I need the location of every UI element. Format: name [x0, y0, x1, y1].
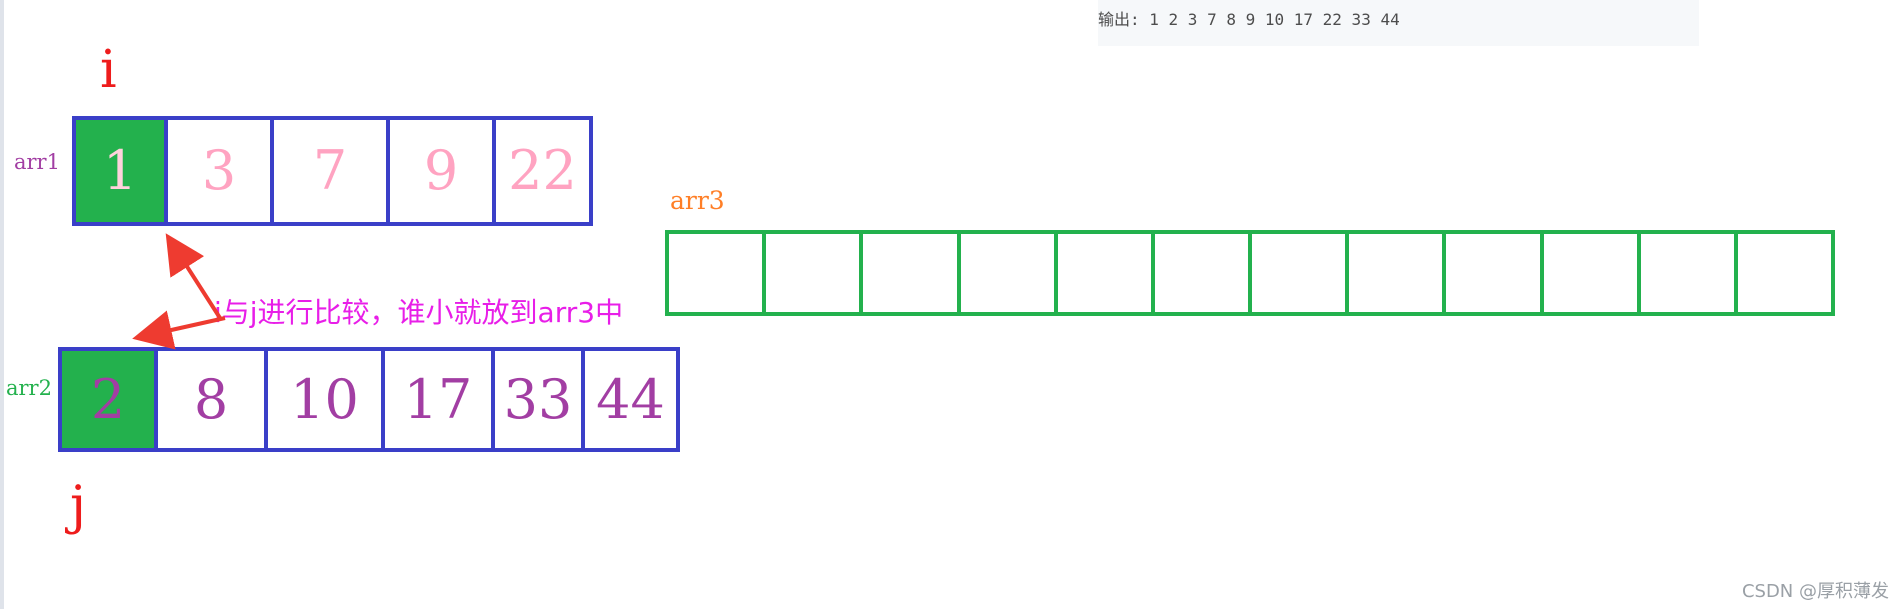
arr1-cell: 9: [390, 120, 496, 222]
arr2-label: arr2: [6, 376, 52, 400]
arr1-cell: 3: [168, 120, 274, 222]
arr3-slot: [766, 234, 864, 312]
arr3-slot: [1058, 234, 1155, 312]
comparison-annotation: i与j进行比较，谁小就放到arr3中: [214, 296, 624, 329]
arr2-cell: 17: [385, 351, 495, 448]
arr3-slot: [669, 234, 767, 312]
arr2-cell: 8: [158, 351, 268, 448]
arr3-slot: [961, 234, 1058, 312]
arr1-cell: 22: [508, 139, 577, 202]
left-edge-strip: [0, 0, 4, 609]
arr2-cell: 44: [596, 367, 665, 431]
arr3-slot: [1252, 234, 1350, 312]
arrow-to-arr1: [165, 233, 222, 320]
arr1-cell: 1: [76, 120, 168, 222]
arr2-cell: 10: [268, 351, 385, 448]
arr3-slot: [1641, 234, 1738, 312]
output-box: [1098, 0, 1699, 46]
arr3-slot: [1349, 234, 1447, 312]
arr3-slot: [1738, 234, 1836, 312]
arr1-cell: 7: [274, 120, 390, 222]
pointer-j-label: j: [70, 476, 87, 536]
output-text: 输出: 1 2 3 7 8 9 10 17 22 33 44: [1098, 10, 1400, 29]
arr3-slot: [1155, 234, 1253, 312]
arr3-label: arr3: [670, 186, 725, 215]
pointer-i-label: i: [100, 40, 117, 100]
arr2-cell: 2: [62, 351, 158, 448]
arrow-to-arr2: [132, 310, 226, 350]
arr3-slot: [1446, 234, 1544, 312]
watermark: CSDN @厚积薄发: [1741, 581, 1889, 602]
arr3-slot: [1544, 234, 1641, 312]
arr2-cell: 33: [495, 351, 585, 448]
arr3-slot: [863, 234, 961, 312]
arr1-label: arr1: [14, 150, 60, 174]
arr3-array: [665, 230, 1836, 316]
